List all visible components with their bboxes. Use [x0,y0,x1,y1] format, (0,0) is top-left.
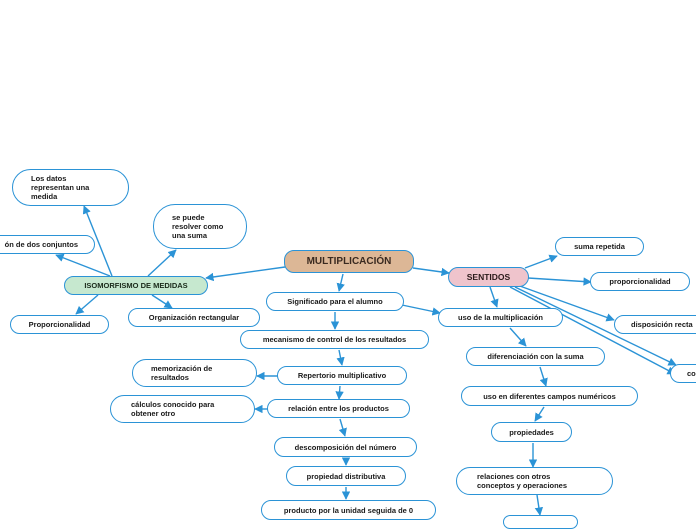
node-proporcionalidad-left[interactable]: Proporcionalidad [10,315,109,334]
node-multiplicacion[interactable]: MULTIPLICACIÓN [284,250,414,273]
edge-sentidos-disposicion [516,284,615,322]
node-memorizacion[interactable]: memorización de resultados [132,359,257,387]
edge-sentidos-suma-repetida [524,254,558,269]
node-significado[interactable]: Significado para el alumno [266,292,404,311]
node-suma[interactable]: se puede resolver como una suma [153,204,247,249]
node-diferenciacion[interactable]: diferenciación con la suma [466,347,605,366]
edge-sentidos-uso [489,286,499,308]
node-mecanismo[interactable]: mecanismo de control de los resultados [240,330,429,349]
node-relaciones[interactable]: relaciones con otros conceptos y operaci… [456,467,613,495]
node-uso[interactable]: uso de la multiplicación [438,308,563,327]
edge-iso-suma [147,249,177,277]
edge-iso-conjuntos [55,253,111,277]
node-descomposicion[interactable]: descomposición del número [274,437,417,457]
node-suma-repetida[interactable]: suma repetida [555,237,644,256]
edge-sentidos-co-b [514,286,677,366]
node-calculos[interactable]: cálculos conocido para obtener otro [110,395,255,423]
edge-root-isomorfismo [205,266,286,282]
edge-mecanismo-repertorio [336,349,345,366]
edge-iso-datos [82,205,113,277]
node-conjuntos[interactable]: ón de dos conjuntos [0,235,95,254]
node-propiedades[interactable]: propiedades [491,422,572,442]
node-proporcionalidad-right[interactable]: proporcionalidad [590,272,690,291]
edge-significado-uso [401,304,441,316]
node-repertorio[interactable]: Repertorio multiplicativo [277,366,407,385]
node-propiedad[interactable]: propiedad distributiva [286,466,406,486]
node-co[interactable]: co [670,364,696,383]
edge-uso-diferenciacion [509,327,527,347]
node-isomorfismo[interactable]: ISOMORFISMO DE MEDIDAS [64,276,208,295]
edge-campos-propiedades [534,406,545,422]
node-datos[interactable]: Los datos representan una medida [12,169,129,206]
edge-relaciones-next [534,494,544,516]
node-relacion[interactable]: relación entre los productos [267,399,410,418]
edge-root-significado [336,273,345,292]
edge-sentidos-co-a [509,286,676,375]
node-sentidos[interactable]: SENTIDOS [448,267,529,287]
node-campos[interactable]: uso en diferentes campos numéricos [461,386,638,406]
edge-iso-proporcionalidad [75,294,99,315]
edge-iso-organizacion [151,294,173,309]
edge-repertorio-relacion [335,385,344,400]
node-disposicion[interactable]: disposición recta [614,315,696,334]
node-organizacion[interactable]: Organización rectangular [128,308,260,327]
edge-diferenciacion-campos [539,366,548,387]
edge-root-sentidos [412,267,450,277]
node-relaciones-next[interactable] [503,515,578,529]
edge-sentidos-proporcionalidad [527,277,592,286]
node-producto[interactable]: producto por la unidad seguida de 0 [261,500,436,520]
edge-relacion-descomposicion [338,418,347,437]
